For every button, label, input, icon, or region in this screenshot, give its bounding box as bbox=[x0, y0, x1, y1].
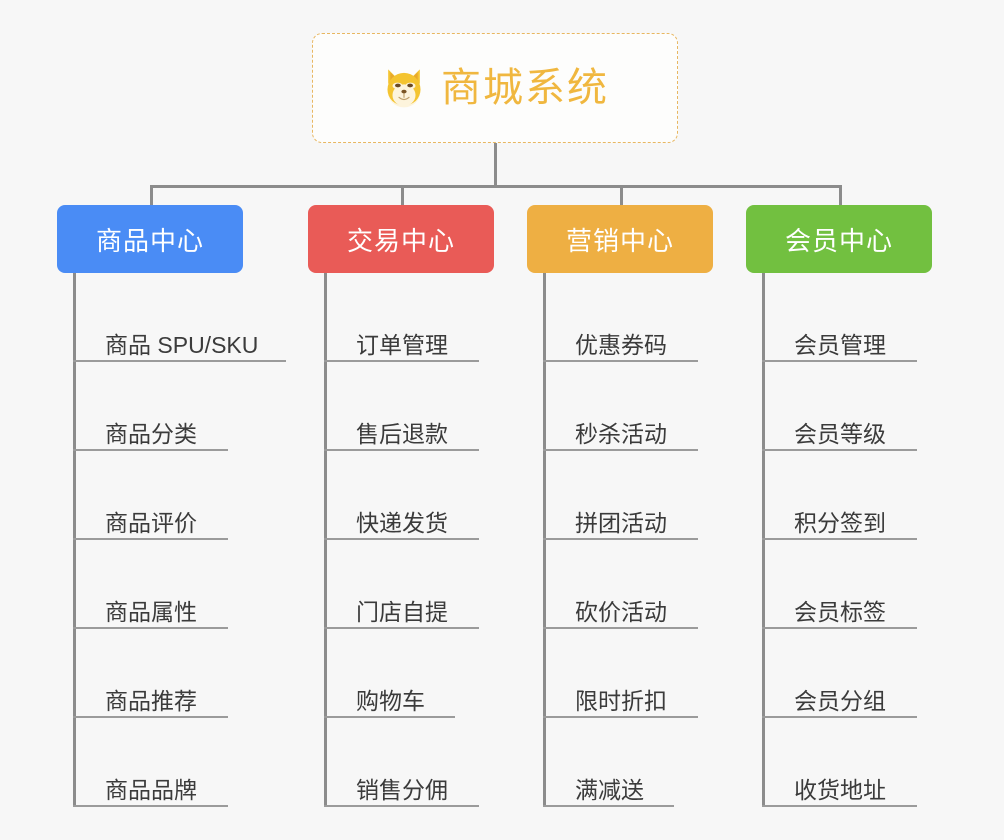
leaf-label: 限时折扣 bbox=[575, 687, 667, 714]
column-spine-line bbox=[324, 273, 327, 807]
leaf-label: 会员分组 bbox=[794, 687, 886, 714]
leaf-label: 会员管理 bbox=[794, 331, 886, 358]
leaf-item[interactable]: 优惠券码 bbox=[543, 273, 698, 362]
leaf-label: 售后退款 bbox=[356, 420, 448, 447]
leaf-underline bbox=[543, 716, 698, 718]
leaf-label: 商品分类 bbox=[105, 420, 197, 447]
category-box-marketing[interactable]: 营销中心 bbox=[527, 205, 713, 273]
leaf-underline bbox=[324, 805, 479, 807]
branch-drop-line-1 bbox=[150, 185, 153, 207]
leaf-underline bbox=[324, 716, 455, 718]
leaf-item[interactable]: 会员管理 bbox=[762, 273, 917, 362]
leaf-underline bbox=[762, 538, 917, 540]
leaf-item[interactable]: 收货地址 bbox=[762, 718, 917, 807]
leaf-underline bbox=[762, 805, 917, 807]
leaf-label: 积分签到 bbox=[794, 509, 886, 536]
leaf-item[interactable]: 积分签到 bbox=[762, 451, 917, 540]
leaf-item[interactable]: 商品评价 bbox=[73, 451, 258, 540]
leaf-underline bbox=[543, 449, 698, 451]
leaf-label: 满减送 bbox=[575, 776, 644, 803]
leaf-underline bbox=[73, 805, 228, 807]
leaf-label: 砍价活动 bbox=[575, 598, 667, 625]
leaf-underline bbox=[762, 360, 917, 362]
category-box-trade[interactable]: 交易中心 bbox=[308, 205, 494, 273]
leaf-label: 秒杀活动 bbox=[575, 420, 667, 447]
leaf-item[interactable]: 满减送 bbox=[543, 718, 674, 807]
category-label-product: 商品中心 bbox=[95, 225, 204, 256]
branch-drop-line-2 bbox=[401, 185, 404, 207]
leaf-underline bbox=[73, 716, 228, 718]
leaf-underline bbox=[324, 360, 479, 362]
leaf-item[interactable]: 会员等级 bbox=[762, 362, 917, 451]
leaf-underline bbox=[543, 538, 698, 540]
leaf-label: 会员标签 bbox=[794, 598, 886, 625]
leaf-item[interactable]: 商品属性 bbox=[73, 540, 258, 629]
leaf-column-trade: 订单管理 售后退款 快递发货 门店自提 购物车 销售分佣 bbox=[324, 273, 479, 807]
root-title: 商城系统 bbox=[441, 66, 609, 110]
column-spine-line bbox=[543, 273, 546, 807]
leaf-item[interactable]: 会员分组 bbox=[762, 629, 917, 718]
leaf-item[interactable]: 秒杀活动 bbox=[543, 362, 698, 451]
category-box-product[interactable]: 商品中心 bbox=[57, 205, 243, 273]
leaf-item[interactable]: 砍价活动 bbox=[543, 540, 698, 629]
leaf-item[interactable]: 门店自提 bbox=[324, 540, 479, 629]
leaf-label: 订单管理 bbox=[356, 331, 448, 358]
leaf-label: 销售分佣 bbox=[356, 776, 448, 803]
leaf-underline bbox=[73, 449, 228, 451]
branch-drop-line-4 bbox=[839, 185, 842, 207]
leaf-underline bbox=[73, 627, 228, 629]
leaf-label: 门店自提 bbox=[356, 598, 448, 625]
leaf-item[interactable]: 商品 SPU/SKU bbox=[73, 273, 286, 362]
leaf-underline bbox=[543, 805, 674, 807]
leaf-label: 商品评价 bbox=[105, 509, 197, 536]
root-node[interactable]: 商城系统 bbox=[312, 33, 678, 143]
leaf-label: 商品属性 bbox=[105, 598, 197, 625]
leaf-column-product: 商品 SPU/SKU 商品分类 商品评价 商品属性 商品推荐 商品品牌 bbox=[73, 273, 286, 807]
leaf-column-member: 会员管理 会员等级 积分签到 会员标签 会员分组 收货地址 bbox=[762, 273, 917, 807]
leaf-label: 商品推荐 bbox=[105, 687, 197, 714]
leaf-item[interactable]: 商品品牌 bbox=[73, 718, 258, 807]
leaf-item[interactable]: 销售分佣 bbox=[324, 718, 479, 807]
leaf-item[interactable]: 订单管理 bbox=[324, 273, 479, 362]
leaf-item[interactable]: 会员标签 bbox=[762, 540, 917, 629]
leaf-underline bbox=[762, 449, 917, 451]
leaf-column-marketing: 优惠券码 秒杀活动 拼团活动 砍价活动 限时折扣 满减送 bbox=[543, 273, 698, 807]
leaf-underline bbox=[73, 538, 228, 540]
leaf-underline bbox=[324, 449, 479, 451]
leaf-label: 收货地址 bbox=[794, 776, 886, 803]
shiba-dog-icon bbox=[387, 69, 421, 108]
leaf-underline bbox=[762, 627, 917, 629]
leaf-label: 优惠券码 bbox=[575, 331, 667, 358]
category-box-member[interactable]: 会员中心 bbox=[746, 205, 932, 273]
column-spine-line bbox=[762, 273, 765, 807]
leaf-underline bbox=[73, 360, 286, 362]
leaf-label: 商品品牌 bbox=[105, 776, 197, 803]
leaf-item[interactable]: 限时折扣 bbox=[543, 629, 698, 718]
leaf-underline bbox=[543, 360, 698, 362]
leaf-item[interactable]: 购物车 bbox=[324, 629, 455, 718]
leaf-label: 购物车 bbox=[356, 687, 425, 714]
column-spine-line bbox=[73, 273, 76, 807]
leaf-item[interactable]: 快递发货 bbox=[324, 451, 479, 540]
root-stem-line bbox=[494, 143, 497, 187]
leaf-item[interactable]: 商品分类 bbox=[73, 362, 258, 451]
category-label-member: 会员中心 bbox=[784, 225, 893, 256]
leaf-label: 商品 SPU/SKU bbox=[105, 331, 259, 358]
leaf-underline bbox=[324, 627, 479, 629]
leaf-item[interactable]: 售后退款 bbox=[324, 362, 479, 451]
leaf-underline bbox=[324, 538, 479, 540]
branch-drop-line-3 bbox=[620, 185, 623, 207]
leaf-underline bbox=[762, 716, 917, 718]
leaf-label: 快递发货 bbox=[356, 509, 448, 536]
leaf-item[interactable]: 商品推荐 bbox=[73, 629, 258, 718]
leaf-underline bbox=[543, 627, 698, 629]
trunk-bar-line bbox=[150, 185, 839, 188]
leaf-label: 会员等级 bbox=[794, 420, 886, 447]
leaf-label: 拼团活动 bbox=[575, 509, 667, 536]
category-label-marketing: 营销中心 bbox=[565, 225, 674, 256]
category-label-trade: 交易中心 bbox=[346, 225, 455, 256]
leaf-item[interactable]: 拼团活动 bbox=[543, 451, 698, 540]
